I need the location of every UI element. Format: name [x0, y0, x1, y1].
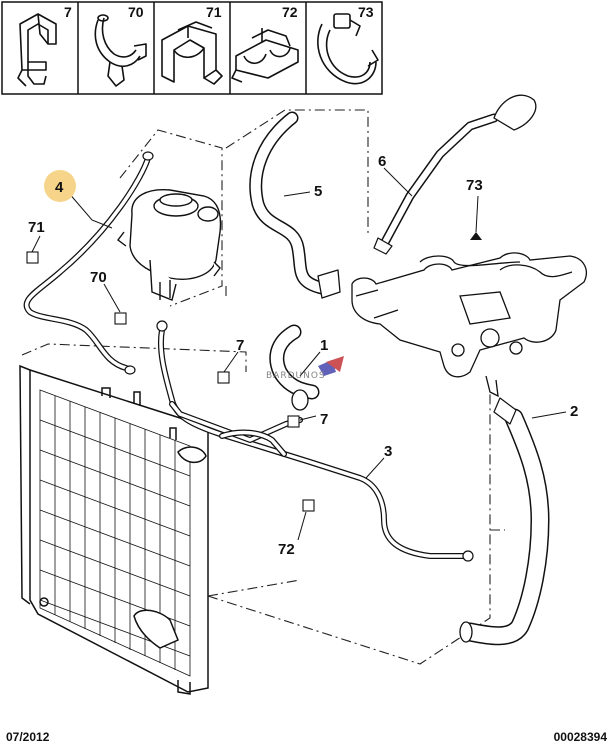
hose-clamp-icon — [317, 13, 379, 85]
callout-1: 1 — [320, 337, 328, 354]
radiator — [19, 364, 209, 695]
callout-3: 3 — [384, 443, 392, 460]
callout-highlight — [44, 170, 76, 202]
watermark-logo: BARDUNOS — [266, 356, 344, 381]
pipe-clip-icon — [94, 14, 147, 87]
callout-72: 72 — [278, 541, 295, 558]
callout-2: 2 — [570, 403, 578, 420]
thermostat-housing — [351, 252, 587, 398]
watermark-flag-red — [326, 356, 344, 372]
callout-7-lower: 7 — [320, 411, 328, 428]
clip-marker-70 — [114, 312, 127, 325]
hose-clip-icon — [17, 13, 57, 87]
bracket-clip-icon — [161, 21, 223, 85]
clip-marker-7b — [287, 415, 300, 428]
legend-number-73: 73 — [358, 4, 374, 20]
callout-71: 71 — [28, 219, 45, 236]
expansion-tank — [117, 189, 222, 301]
arrow-head-73 — [470, 232, 482, 240]
leader-lines — [31, 167, 567, 541]
footer-reference-number: 00028394 — [553, 730, 607, 744]
callout-70: 70 — [90, 269, 107, 286]
legend-number-70: 70 — [128, 4, 144, 20]
parts-legend-table: 7 70 71 72 73 — [1, 1, 383, 95]
watermark-text: BARDUNOS — [266, 371, 326, 381]
callout-73: 73 — [466, 177, 483, 194]
callout-4: 4 — [55, 179, 64, 196]
radiator-core — [39, 389, 191, 677]
legend-number-71: 71 — [206, 4, 222, 20]
assembly-guide-lines — [21, 109, 505, 665]
clip-marker-71 — [26, 251, 39, 264]
double-clip-icon — [231, 28, 299, 83]
callout-numbers: 4 71 70 5 6 73 7 1 7 2 3 72 — [28, 153, 578, 558]
legend-number-72: 72 — [282, 4, 298, 20]
hoses — [249, 94, 550, 646]
footer-date: 07/2012 — [6, 730, 50, 744]
callout-6: 6 — [378, 153, 386, 170]
callout-7-upper: 7 — [236, 337, 244, 354]
clip-marker-72 — [302, 499, 315, 512]
clip-markers — [26, 251, 315, 512]
legend-number-7: 7 — [64, 4, 72, 20]
clip-marker-7a — [217, 371, 230, 384]
callout-5: 5 — [314, 183, 322, 200]
